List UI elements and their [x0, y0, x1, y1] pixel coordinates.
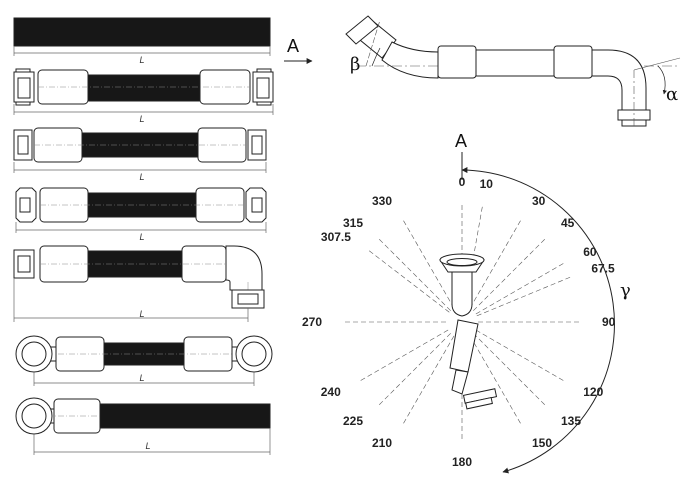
hose-variant-swivel-nut: L	[13, 127, 267, 182]
hose-variant-plain: L	[13, 17, 271, 65]
angle-ray	[473, 333, 546, 406]
angle-ray	[359, 329, 449, 382]
length-label: L	[139, 232, 144, 242]
beta-label: β	[350, 54, 360, 75]
rotation-angle-view: A γ 0 10 30 45 60 67.5 90 120 135 150 180 210 225 240…	[302, 131, 631, 474]
angle-ray	[469, 335, 522, 425]
length-label: L	[145, 441, 150, 451]
hose-variant-male-hex: L	[15, 187, 267, 242]
angle-ray	[402, 335, 455, 425]
angle-label: 30	[532, 194, 546, 208]
hose-variant-banjo-both: L	[15, 335, 273, 386]
length-label: L	[139, 55, 144, 65]
angle-label: 60	[583, 245, 597, 259]
angle-ray	[476, 276, 572, 317]
angle-label: 90	[602, 315, 616, 329]
hose-variant-elbow: L	[13, 245, 265, 322]
hose-variant-banjo-single: L	[15, 397, 271, 455]
hose-variant-straight-swivel: L	[13, 68, 274, 124]
angle-label: 150	[532, 436, 552, 450]
angle-ray	[402, 219, 455, 309]
angle-label: 270	[302, 315, 322, 329]
angle-label: 225	[343, 414, 363, 428]
gamma-arc	[461, 167, 615, 474]
angle-label: 330	[372, 194, 392, 208]
angle-label: 180	[452, 455, 472, 469]
angle-ray	[473, 238, 546, 311]
angle-ray	[475, 329, 565, 382]
angle-label: 210	[372, 436, 392, 450]
rotation-view-a-label: A	[455, 131, 467, 151]
bend-angle-view: A β α	[284, 15, 681, 128]
rotated-fitting	[439, 253, 498, 410]
length-label: L	[139, 172, 144, 182]
length-label: L	[139, 373, 144, 383]
angle-label: 0	[459, 175, 466, 189]
angle-ray	[378, 333, 451, 406]
angle-label: 307.5	[321, 230, 351, 244]
angle-labels: 0 10 30 45 60 67.5 90 120 135 150 180 210 225 240 270 3…	[302, 175, 616, 469]
hose-variants-panel: L L	[13, 17, 274, 455]
length-label: L	[139, 309, 144, 319]
angle-label: 315	[343, 216, 363, 230]
angle-ray	[475, 262, 565, 315]
angle-label: 10	[480, 177, 494, 191]
angle-label: 135	[561, 414, 581, 428]
view-a-label: A	[287, 36, 299, 56]
angle-ray	[368, 249, 450, 313]
alpha-label: α	[666, 84, 678, 105]
angle-label: 120	[583, 385, 603, 399]
angled-fitting	[345, 15, 439, 79]
angle-ray	[469, 219, 522, 309]
angle-label: 67.5	[591, 261, 615, 275]
gamma-label: γ	[620, 280, 631, 301]
angle-ray	[378, 238, 451, 311]
length-label: L	[139, 114, 144, 124]
angle-label: 45	[561, 216, 575, 230]
angle-label: 240	[321, 385, 341, 399]
